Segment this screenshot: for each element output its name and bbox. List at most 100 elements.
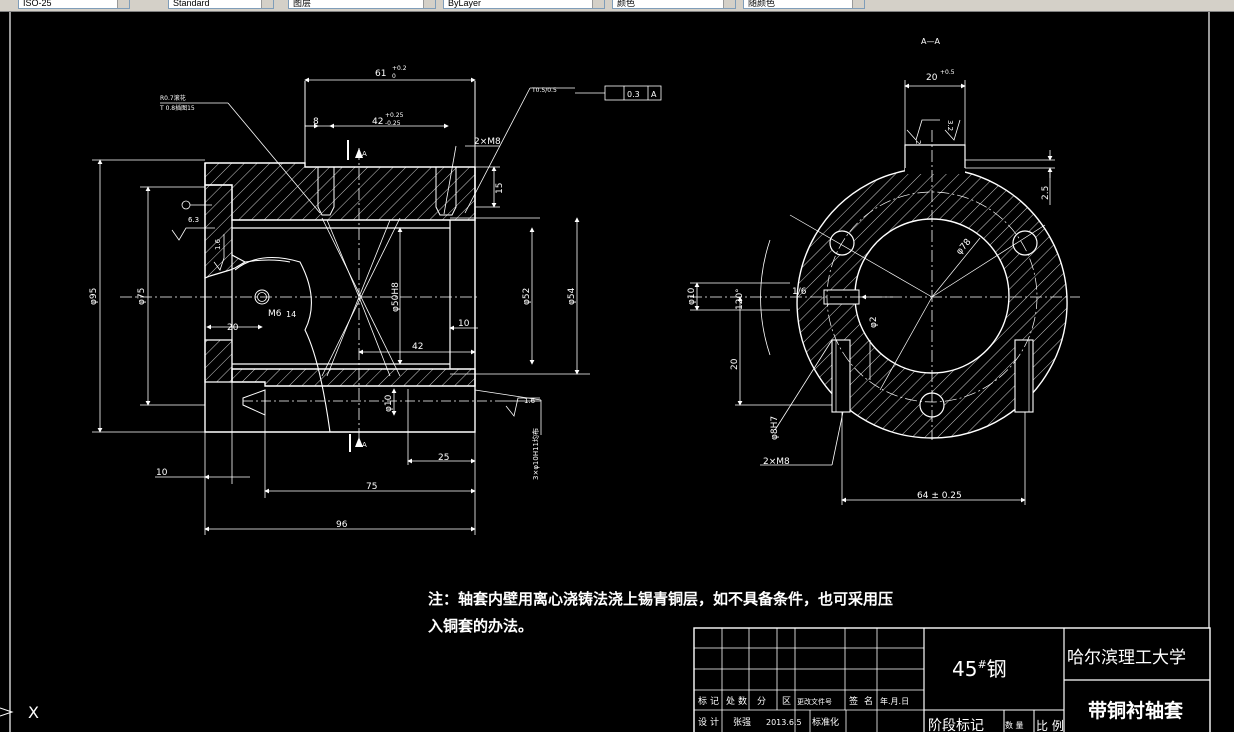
text-style-dropdown[interactable]: Standard — [168, 0, 274, 9]
svg-text:3×φ10H11均布: 3×φ10H11均布 — [531, 428, 540, 480]
note-line-1: 注：轴套内壁用离心浇铸法浇上锡青铜层，如不具备条件，也可采用压 — [428, 590, 894, 608]
svg-text:φ2: φ2 — [869, 316, 879, 328]
main-view-dimensions: 61 +0.2 0 42 +0.25 -0.25 8 2×M8 15 φ95 φ… — [89, 65, 657, 530]
svg-text:120°: 120° — [735, 288, 745, 310]
main-view[interactable] — [92, 77, 662, 535]
svg-text:φ10: φ10 — [384, 394, 394, 412]
svg-text:A: A — [362, 441, 367, 449]
svg-text:处: 处 — [726, 695, 735, 707]
svg-text:10: 10 — [458, 319, 470, 329]
linetype-value: ByLayer — [448, 0, 482, 8]
svg-text:64 ± 0.25: 64 ± 0.25 — [917, 491, 962, 501]
svg-text:+0.25: +0.25 — [385, 112, 404, 119]
title-block-text: 45#钢 哈尔滨理工大学 带铜衬轴套 标 记 处 数 分 区 更改文件号 签 名… — [698, 648, 1186, 732]
svg-text:20: 20 — [730, 358, 740, 370]
svg-text:+0.5: +0.5 — [940, 69, 955, 76]
part-name: 带铜衬轴套 — [1088, 699, 1184, 722]
svg-text:14: 14 — [286, 310, 296, 319]
drawing-canvas[interactable]: 61 +0.2 0 42 +0.25 -0.25 8 2×M8 15 φ95 φ… — [0, 11, 1234, 732]
svg-text:8: 8 — [313, 117, 319, 127]
plotstyle-dropdown[interactable]: 随颜色 — [743, 0, 865, 9]
svg-text:φ75: φ75 — [137, 288, 147, 305]
svg-text:25: 25 — [438, 453, 449, 463]
lineweight-dropdown[interactable]: 颜色 — [612, 0, 736, 9]
ucs-icon: X — [0, 703, 39, 722]
svg-text:75: 75 — [366, 482, 377, 492]
chevron-down-icon[interactable] — [852, 0, 864, 8]
svg-text:更改文件号: 更改文件号 — [797, 697, 832, 706]
plotstyle-value: 随颜色 — [748, 0, 776, 8]
text-style-value: Standard — [173, 0, 210, 8]
svg-text:A: A — [362, 150, 367, 158]
svg-text:分: 分 — [757, 696, 766, 707]
svg-text:φ50H8: φ50H8 — [391, 282, 401, 312]
svg-text:A: A — [651, 90, 657, 99]
lineweight-value: 颜色 — [617, 0, 636, 8]
svg-text:20: 20 — [227, 323, 239, 333]
svg-text:A—A: A—A — [921, 37, 940, 46]
svg-text:签: 签 — [849, 695, 858, 707]
layer-dropdown[interactable]: 图层 — [288, 0, 436, 9]
svg-text:φ78: φ78 — [955, 237, 974, 257]
svg-text:张强: 张强 — [733, 717, 751, 728]
svg-text:2.5: 2.5 — [1041, 186, 1051, 200]
drawing-frame — [9, 12, 1210, 732]
svg-text:M6: M6 — [268, 309, 282, 319]
dim-style-value: ISO-25 — [23, 0, 52, 8]
title-block — [693, 627, 1211, 732]
svg-text:名: 名 — [864, 695, 873, 707]
svg-text:+0.2: +0.2 — [392, 65, 407, 72]
toolbar: ISO-25 Standard 图层 ByLayer 颜色 随颜色 — [0, 0, 1234, 12]
svg-text:2013.6.5: 2013.6.5 — [766, 718, 802, 727]
svg-text:0: 0 — [392, 73, 396, 80]
svg-text:记: 记 — [710, 696, 719, 707]
svg-text:1/6: 1/6 — [792, 287, 807, 297]
svg-text:计: 计 — [710, 716, 719, 728]
dim-style-dropdown[interactable]: ISO-25 — [18, 0, 130, 9]
technical-note: 注：轴套内壁用离心浇铸法浇上锡青铜层，如不具备条件，也可采用压 入铜套的办法。 — [428, 586, 894, 640]
chevron-down-icon[interactable] — [117, 0, 129, 8]
svg-text:0.3: 0.3 — [627, 90, 640, 99]
svg-text:φ52: φ52 — [522, 288, 532, 305]
svg-text:标: 标 — [698, 695, 707, 707]
svg-text:1.6: 1.6 — [524, 397, 536, 405]
svg-text:42: 42 — [412, 342, 423, 352]
material-label: 45#钢 — [952, 657, 1007, 681]
svg-text:61: 61 — [375, 69, 386, 79]
svg-text:数 量: 数 量 — [1005, 720, 1024, 730]
linetype-dropdown[interactable]: ByLayer — [443, 0, 605, 9]
svg-text:φ54: φ54 — [567, 287, 577, 305]
svg-text:42: 42 — [372, 117, 383, 127]
section-view-dimensions: A—A 20 +0.5 3.2 2 2.5 φ10 120° 1/6 φ78 2… — [687, 37, 1051, 501]
svg-text:R0.7滚花: R0.7滚花 — [160, 94, 186, 102]
svg-text:设: 设 — [698, 717, 707, 728]
note-line-2: 入铜套的办法。 — [428, 617, 534, 635]
svg-text:T0.5/0.5: T0.5/0.5 — [531, 87, 557, 94]
svg-text:数: 数 — [738, 695, 747, 707]
svg-text:6.3: 6.3 — [188, 216, 199, 224]
svg-text:20: 20 — [926, 73, 938, 83]
svg-text:φ95: φ95 — [89, 288, 99, 305]
chevron-down-icon[interactable] — [592, 0, 604, 8]
svg-text:96: 96 — [336, 520, 348, 530]
svg-text:区: 区 — [782, 696, 791, 707]
section-view[interactable] — [690, 80, 1080, 505]
chevron-down-icon[interactable] — [261, 0, 273, 8]
svg-text:φ8H7: φ8H7 — [770, 416, 780, 440]
svg-text:1.6: 1.6 — [214, 238, 222, 250]
layer-value: 图层 — [293, 0, 312, 8]
svg-text:标准化: 标准化 — [812, 716, 839, 728]
svg-text:φ10: φ10 — [687, 287, 697, 305]
svg-text:阶段标记: 阶段标记 — [928, 718, 984, 732]
chevron-down-icon[interactable] — [723, 0, 735, 8]
chevron-down-icon[interactable] — [423, 0, 435, 8]
svg-text:年.月.日: 年.月.日 — [880, 696, 909, 706]
svg-text:15: 15 — [495, 183, 505, 194]
svg-text:10: 10 — [156, 468, 168, 478]
svg-text:-0.25: -0.25 — [385, 120, 401, 127]
svg-text:2×M8: 2×M8 — [474, 137, 501, 147]
svg-text:2×M8: 2×M8 — [763, 457, 790, 467]
svg-text:2: 2 — [914, 140, 922, 144]
university-name: 哈尔滨理工大学 — [1067, 648, 1186, 668]
svg-text:比 例: 比 例 — [1036, 719, 1064, 732]
